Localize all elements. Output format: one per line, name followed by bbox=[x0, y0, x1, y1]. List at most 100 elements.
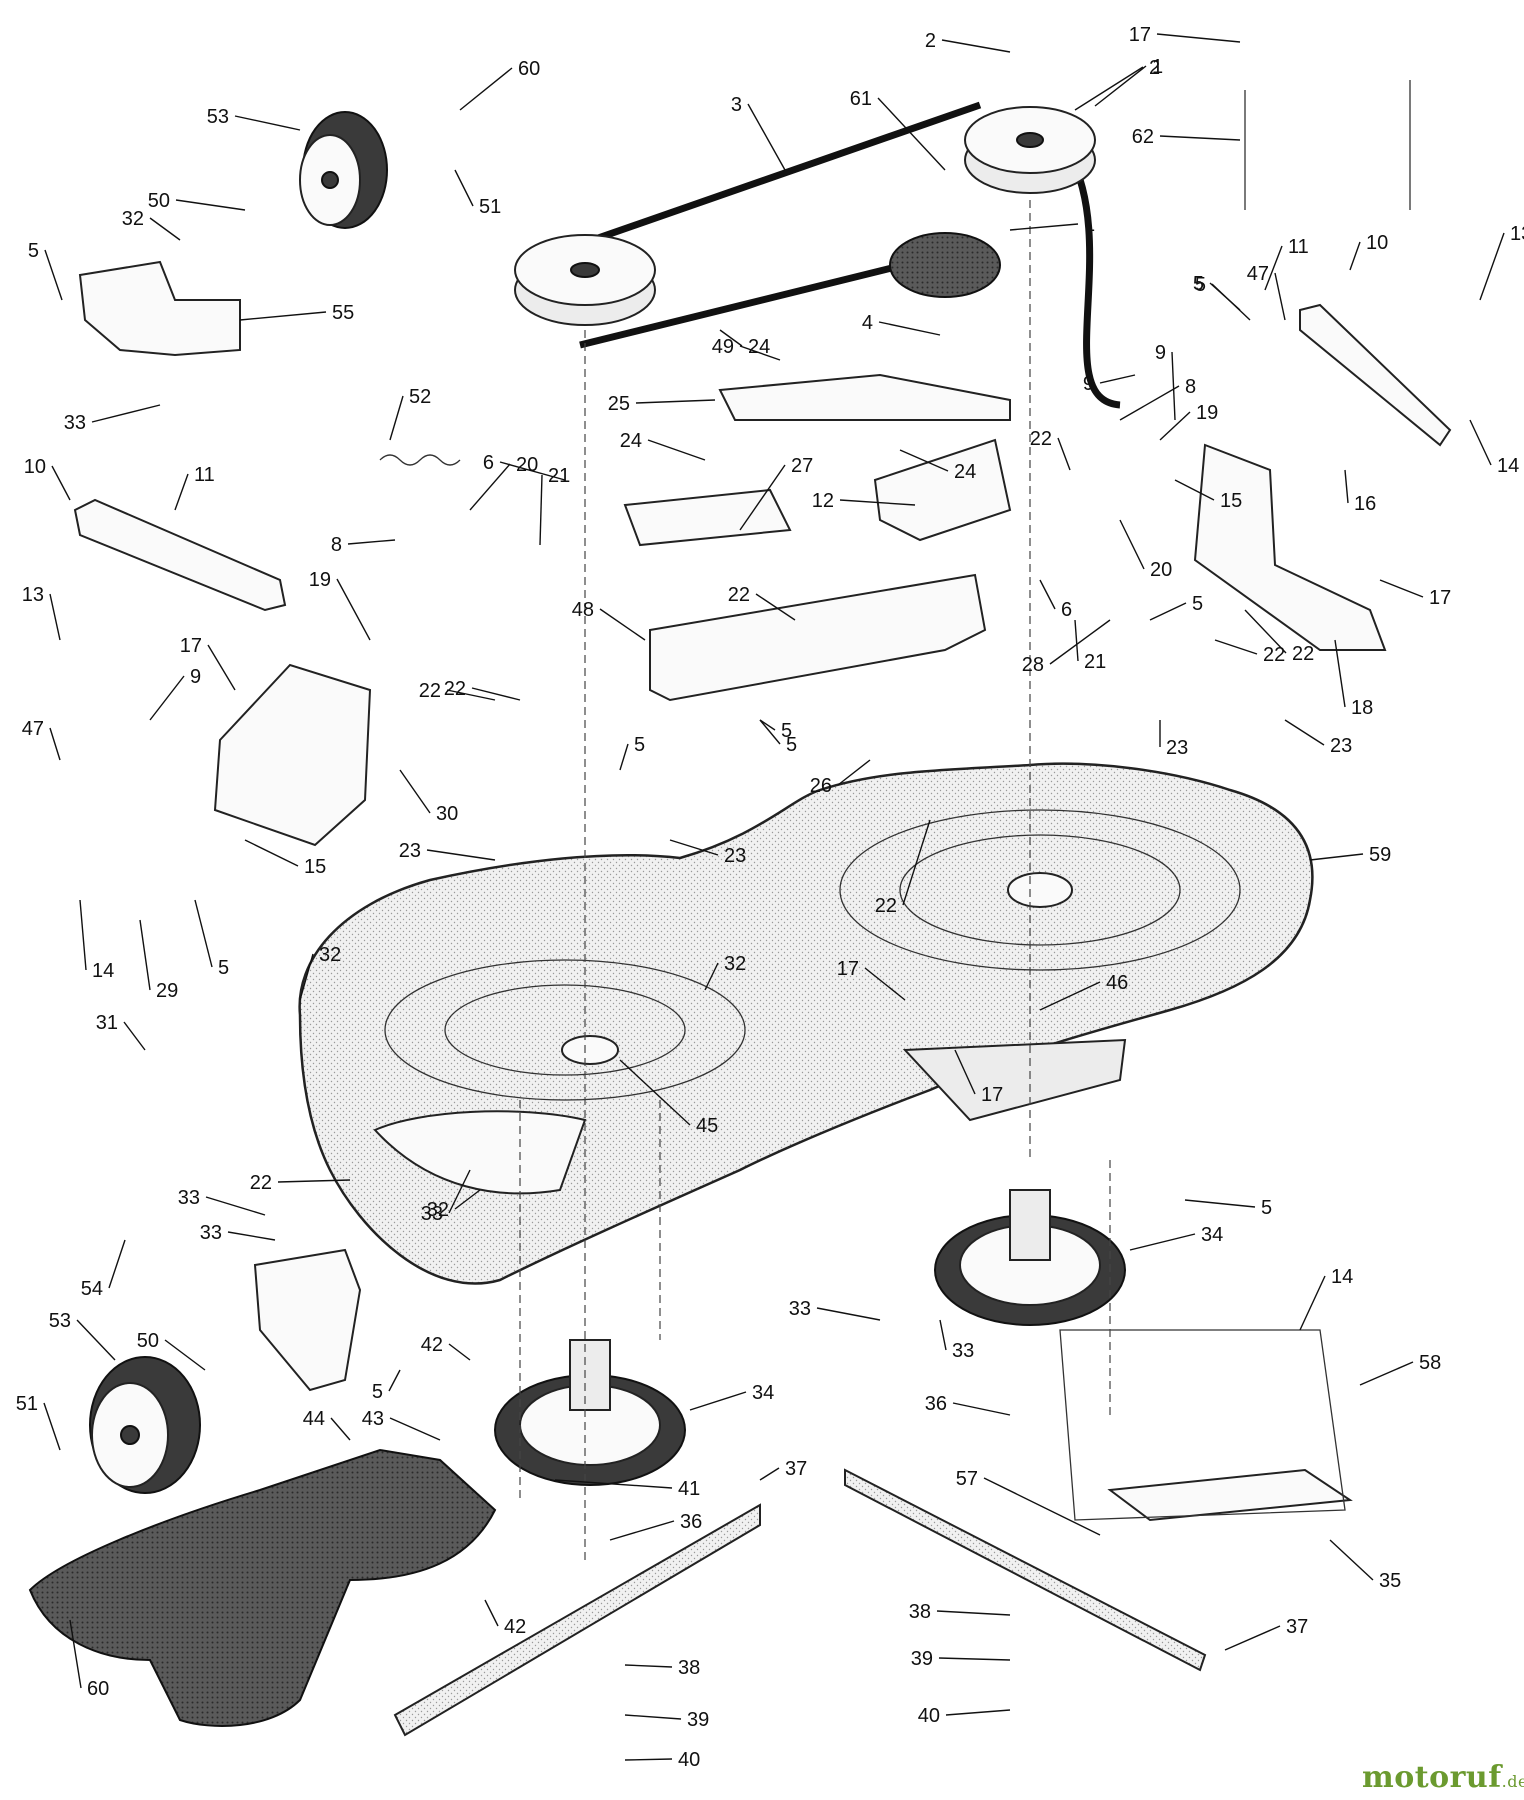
part-callout-5: 5 bbox=[372, 1369, 401, 1403]
callout-leader-line bbox=[336, 578, 371, 641]
callout-leader-line bbox=[1209, 282, 1241, 311]
part-callout-32: 32 bbox=[122, 208, 181, 241]
callout-number: 11 bbox=[1288, 236, 1309, 258]
part-callout-5: 5 bbox=[28, 240, 63, 301]
part-callout-3: 3 bbox=[731, 94, 786, 171]
callout-number: 5 bbox=[634, 734, 645, 756]
callout-leader-line bbox=[1469, 419, 1492, 466]
callout-leader-line bbox=[454, 169, 474, 207]
spring-left bbox=[379, 454, 461, 466]
callout-number: 1 bbox=[1084, 214, 1095, 236]
callout-number: 52 bbox=[409, 386, 431, 408]
callout-number: 42 bbox=[504, 1616, 526, 1638]
callout-number: 32 bbox=[319, 944, 341, 966]
callout-number: 35 bbox=[1379, 1570, 1401, 1592]
callout-number: 53 bbox=[207, 106, 229, 128]
part-callout-23: 23 bbox=[399, 840, 496, 862]
part-callout-35: 35 bbox=[1329, 1539, 1401, 1592]
mower-deck-housing bbox=[298, 762, 1314, 1285]
part-callout-32: 32 bbox=[299, 944, 341, 1001]
callout-number: 24 bbox=[954, 461, 976, 483]
callout-leader-line bbox=[1344, 469, 1349, 504]
callout-leader-line bbox=[1349, 241, 1361, 271]
part-callout-61: 61 bbox=[850, 88, 946, 171]
callout-number: 46 bbox=[1106, 972, 1128, 994]
part-callout-1: 1 bbox=[1094, 56, 1163, 107]
spindle-right bbox=[934, 1189, 1126, 1326]
part-callout-12: 12 bbox=[812, 490, 916, 512]
callout-leader-line bbox=[936, 1610, 1011, 1616]
callout-leader-line bbox=[448, 1169, 471, 1214]
part-callout-5: 5 bbox=[194, 899, 229, 979]
callout-leader-line bbox=[471, 687, 521, 701]
callout-leader-line bbox=[816, 1307, 881, 1321]
callout-leader-line bbox=[49, 727, 61, 761]
part-callout-9: 9 bbox=[1083, 373, 1136, 395]
part-callout-17: 17 bbox=[1379, 579, 1451, 609]
part-callout-22: 22 bbox=[1244, 609, 1314, 665]
callout-number: 14 bbox=[92, 960, 114, 982]
spindle-left bbox=[494, 1339, 686, 1486]
part-callout-26: 26 bbox=[810, 759, 871, 797]
part-callout-50: 50 bbox=[148, 190, 246, 212]
callout-leader-line bbox=[469, 463, 511, 511]
callout-leader-line bbox=[1159, 135, 1241, 141]
callout-leader-line bbox=[1184, 1199, 1256, 1208]
callout-leader-line bbox=[239, 311, 327, 321]
callout-number: 2 bbox=[1149, 57, 1160, 79]
callout-leader-line bbox=[1129, 1233, 1196, 1251]
part-callout-60: 60 bbox=[459, 58, 540, 111]
callout-number: 17 bbox=[180, 635, 202, 657]
part-callout-49: 49 bbox=[712, 336, 781, 361]
callout-leader-line bbox=[1244, 609, 1287, 654]
part-callout-33: 33 bbox=[421, 1169, 471, 1225]
part-callout-9: 9 bbox=[149, 666, 201, 721]
part-callout-58: 58 bbox=[1359, 1352, 1441, 1386]
callout-number: 41 bbox=[678, 1478, 700, 1500]
callout-leader-line bbox=[499, 461, 566, 481]
part-callout-47: 47 bbox=[22, 718, 61, 761]
callout-number: 22 bbox=[1030, 428, 1052, 450]
part-callout-34: 34 bbox=[1129, 1224, 1223, 1251]
part-callout-53: 53 bbox=[207, 106, 301, 131]
callout-leader-line bbox=[277, 1179, 351, 1183]
callout-leader-line bbox=[878, 321, 941, 336]
callout-leader-line bbox=[669, 839, 719, 856]
callout-number: 8 bbox=[331, 534, 342, 556]
callout-leader-line bbox=[1359, 1361, 1414, 1386]
callout-number: 20 bbox=[516, 454, 538, 476]
callout-number: 22 bbox=[728, 584, 750, 606]
callout-number: 62 bbox=[1132, 126, 1154, 148]
callout-number: 40 bbox=[678, 1749, 700, 1771]
callout-leader-line bbox=[51, 465, 71, 501]
pulley-right bbox=[964, 106, 1096, 194]
callout-leader-line bbox=[739, 464, 786, 531]
callout-number: 48 bbox=[572, 599, 594, 621]
callout-number: 5 bbox=[1192, 593, 1203, 615]
callout-leader-line bbox=[1479, 232, 1505, 301]
part-callout-17: 17 bbox=[1129, 24, 1241, 46]
part-callout-22: 22 bbox=[250, 1172, 351, 1194]
part-callout-29: 29 bbox=[139, 919, 178, 1002]
callout-number: 25 bbox=[608, 393, 630, 415]
callout-number: 32 bbox=[427, 1199, 449, 1221]
part-callout-17: 17 bbox=[180, 635, 236, 691]
part-callout-24: 24 bbox=[899, 449, 976, 483]
part-callout-14: 14 bbox=[1299, 1266, 1353, 1331]
callout-number: 11 bbox=[194, 464, 215, 486]
part-callout-22: 22 bbox=[1214, 639, 1285, 666]
part-callout-47: 47 bbox=[1247, 263, 1286, 321]
callout-leader-line bbox=[1049, 619, 1111, 665]
callout-number: 14 bbox=[1497, 455, 1519, 477]
callout-leader-line bbox=[759, 719, 776, 731]
callout-number: 53 bbox=[49, 1310, 71, 1332]
part-callout-22: 22 bbox=[444, 678, 521, 701]
callout-number: 33 bbox=[178, 1187, 200, 1209]
part-callout-54: 54 bbox=[81, 1239, 126, 1300]
callout-leader-line bbox=[624, 1714, 682, 1720]
part-callout-37: 37 bbox=[759, 1458, 807, 1481]
callout-number: 5 bbox=[1195, 274, 1206, 296]
callout-number: 17 bbox=[981, 1084, 1003, 1106]
callout-number: 5 bbox=[781, 720, 792, 742]
